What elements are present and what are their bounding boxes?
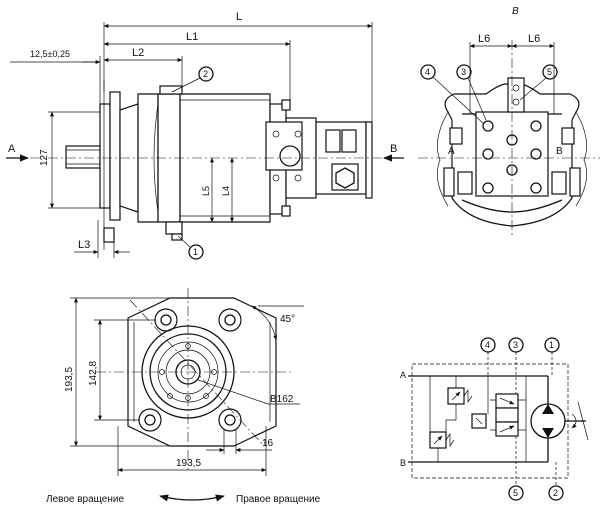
- dim-l1-label: L1: [186, 31, 198, 43]
- rotation-right-label: Правое вращение: [236, 494, 321, 505]
- view-b-port-b: B: [556, 146, 563, 157]
- callout-2-circle: [198, 66, 214, 82]
- view-b-callout-4: 4: [425, 67, 430, 77]
- schematic-callout-5: 5: [513, 488, 518, 498]
- front-view: 193,5 142,8 193,5 16 B162 45°: [64, 288, 304, 476]
- callout-1-text: 1: [193, 247, 198, 257]
- dim-inner-height-label: 142,8: [88, 361, 99, 386]
- dim-l-label: L: [236, 11, 242, 23]
- arrow-a-label: A: [8, 143, 16, 155]
- side-view: L L1 L2 12,5±0,25 127 L3 L4 L5 A B: [6, 11, 404, 260]
- schematic-callout-4: 4: [485, 340, 490, 350]
- dim-l4-label: L4: [221, 186, 231, 196]
- callout-1-circle: [188, 244, 204, 260]
- dim-l3-label: L3: [78, 239, 90, 251]
- dim-bolt-label: 16: [262, 438, 274, 449]
- view-b-port-a: A: [448, 146, 455, 157]
- dim-l6-right-label: L6: [528, 33, 540, 45]
- schematic-callout-2: 2: [553, 488, 558, 498]
- hydraulic-schematic: A B 4: [400, 337, 589, 501]
- arrow-b-label: B: [390, 143, 397, 155]
- dim-height-label: 193,5: [64, 367, 75, 392]
- bolt-ears: [138, 308, 242, 432]
- rotation-arrow: [159, 494, 225, 502]
- dim-width-label: 193,5: [176, 458, 201, 469]
- callout-2-text: 2: [203, 69, 208, 79]
- dim-l2-label: L2: [132, 47, 144, 59]
- schematic-callout-3: 3: [513, 340, 518, 350]
- view-b-callout-3: 3: [461, 67, 466, 77]
- schematic-port-a: A: [400, 370, 406, 380]
- front-flange: [127, 297, 277, 447]
- dim-l5-label: L5: [201, 186, 211, 196]
- dim-angle-label: 45°: [280, 314, 295, 325]
- view-b-title: В: [512, 6, 519, 17]
- view-b-callout-5: 5: [547, 67, 552, 77]
- rotation-legend: Левое вращение Правое вращение: [46, 494, 321, 505]
- schematic-callout-1: 1: [549, 340, 554, 350]
- rotation-left-label: Левое вращение: [46, 494, 124, 505]
- port-a-opening: [279, 145, 301, 167]
- dim-127-label: 127: [39, 149, 50, 166]
- schematic-port-b: B: [400, 458, 406, 468]
- motor-body: [137, 93, 271, 223]
- dim-l6-left-label: L6: [478, 33, 490, 45]
- dim-flange-label: 12,5±0,25: [30, 49, 70, 59]
- dim-radius-label: B162: [270, 394, 294, 405]
- mounting-flange: [99, 103, 111, 209]
- view-b: В L6 L6: [418, 6, 600, 236]
- schematic-frame: [411, 363, 569, 479]
- output-shaft: [65, 145, 101, 169]
